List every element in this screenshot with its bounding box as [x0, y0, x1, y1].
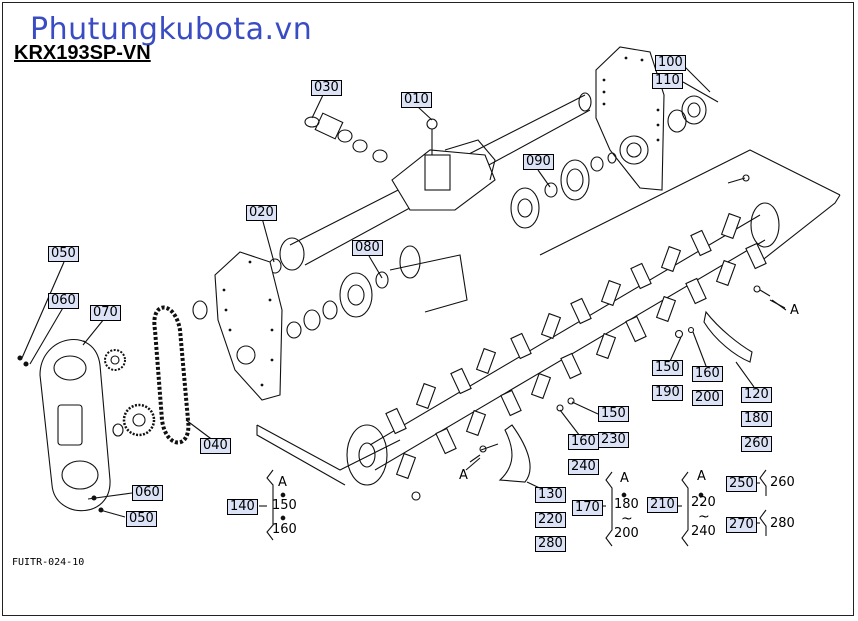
callout-240-a[interactable]: 240 — [568, 459, 599, 475]
callout-100[interactable]: 100 — [655, 55, 686, 71]
left-gear-case-plate — [214, 251, 283, 401]
callout-070[interactable]: 070 — [90, 305, 121, 321]
drive-chain — [152, 305, 191, 445]
watermark-text: Phutungkubota.vn — [30, 12, 313, 47]
callout-050-bottom[interactable]: 050 — [126, 511, 157, 527]
right-rotor-hub — [750, 202, 780, 248]
callout-170[interactable]: 170 — [572, 500, 603, 516]
callout-110[interactable]: 110 — [652, 73, 683, 89]
callout-030[interactable]: 030 — [311, 80, 342, 96]
callout-020[interactable]: 020 — [246, 205, 277, 221]
group-170-item-200: 200 — [614, 526, 639, 541]
figure-code: FUITR-024-10 — [12, 557, 85, 568]
callout-040[interactable]: 040 — [200, 438, 231, 454]
callout-140[interactable]: 140 — [227, 499, 258, 515]
callout-130[interactable]: 130 — [535, 487, 566, 503]
group-210-item-240: 240 — [691, 524, 716, 539]
callout-270[interactable]: 270 — [726, 517, 757, 533]
callout-050-top[interactable]: 050 — [48, 246, 79, 262]
callout-250[interactable]: 250 — [726, 476, 757, 492]
chain-cover — [39, 339, 111, 512]
group-140-item-160: 160 — [272, 522, 297, 537]
callout-210[interactable]: 210 — [647, 497, 678, 513]
callout-200[interactable]: 200 — [692, 390, 723, 406]
callout-220-a[interactable]: 220 — [535, 512, 566, 528]
callout-160-b[interactable]: 160 — [568, 434, 599, 450]
group-210-item-a: A — [697, 469, 706, 484]
group-270-item-280: 280 — [770, 516, 795, 531]
group-170-item-180: 180 — [614, 497, 639, 512]
group-170-range-mark: ~ — [621, 511, 633, 527]
callout-060-top[interactable]: 060 — [48, 293, 79, 309]
callout-280-a[interactable]: 280 — [535, 536, 566, 552]
left-rotor-hub — [346, 424, 388, 486]
callout-150-b[interactable]: 150 — [598, 406, 629, 422]
callout-190[interactable]: 190 — [652, 385, 683, 401]
group-210-range-mark: ~ — [698, 509, 710, 525]
group-140-item-a: A — [278, 475, 287, 490]
callout-160-a[interactable]: 160 — [692, 366, 723, 382]
right-gear-case-plate — [595, 46, 665, 191]
callout-120[interactable]: 120 — [741, 387, 772, 403]
callout-010[interactable]: 010 — [401, 92, 432, 108]
callout-150-a[interactable]: 150 — [652, 360, 683, 376]
reference-marker-a-left: A — [459, 468, 468, 483]
callout-230[interactable]: 230 — [598, 432, 629, 448]
callout-060-bottom[interactable]: 060 — [132, 485, 163, 501]
callout-090[interactable]: 090 — [523, 154, 554, 170]
group-250-item-260: 260 — [770, 475, 795, 490]
group-210-item-220: 220 — [691, 495, 716, 510]
group-170-item-a: A — [620, 471, 629, 486]
model-title: KRX193SP-VN — [14, 42, 151, 64]
callout-260-a[interactable]: 260 — [741, 436, 772, 452]
callout-180-a[interactable]: 180 — [741, 411, 772, 427]
reference-marker-a-right: A — [790, 303, 799, 318]
callout-080[interactable]: 080 — [352, 240, 383, 256]
group-140-item-150: 150 — [272, 498, 297, 513]
